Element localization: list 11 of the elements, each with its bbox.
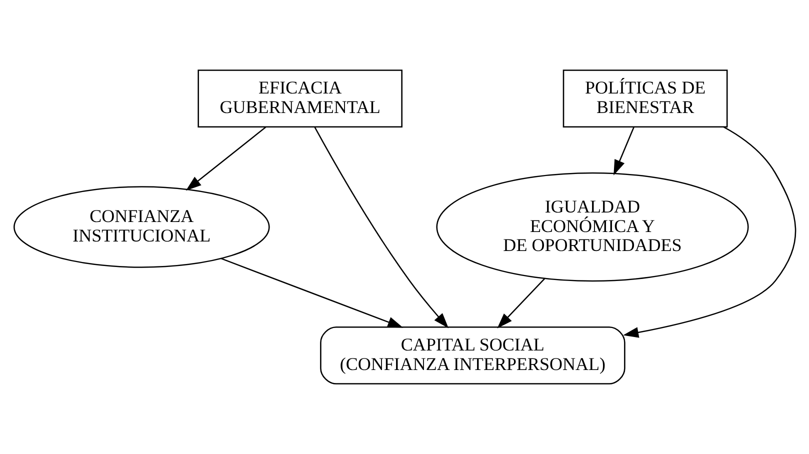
arrow [613,126,634,176]
arrow [496,278,545,328]
node-box: EFICACIA GUBERNAMENTAL [197,70,402,128]
arrow [314,126,448,328]
arrow [185,126,266,191]
arrow [622,126,796,338]
node-box: CAPITAL SOCIAL (CONFIANZA INTERPERSONAL) [320,326,625,384]
node-box: POLÍTICAS DE BIENESTAR [562,70,728,128]
arrow [220,258,403,328]
node-ellipse: IGUALDAD ECONÓMICA Y DE OPORTUNIDADES [436,172,748,282]
node-ellipse: CONFIANZA INSTITUCIONAL [13,186,270,268]
